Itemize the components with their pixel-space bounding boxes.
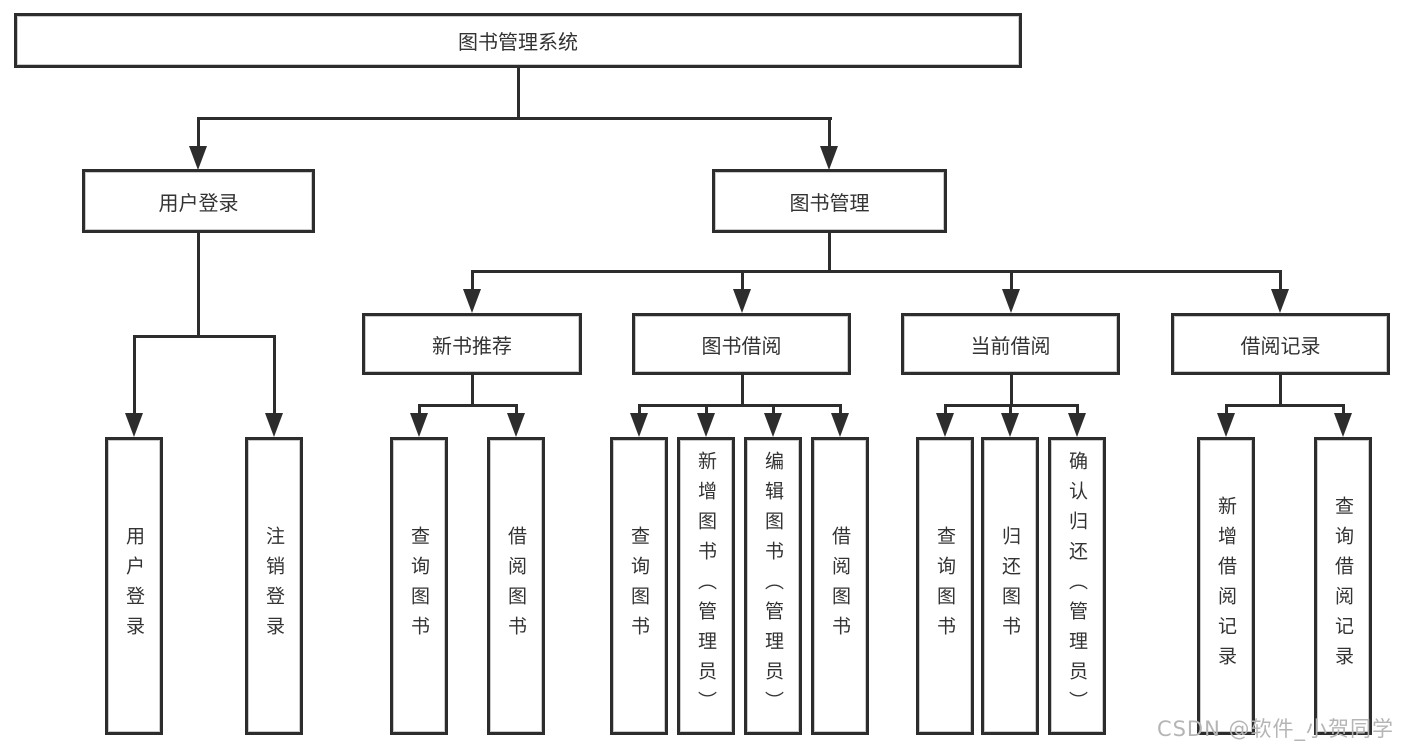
connector-hline <box>197 117 832 120</box>
arrow-down-icon <box>1002 289 1020 313</box>
arrow-down-icon <box>1001 413 1019 437</box>
connector-hline <box>133 335 276 338</box>
leaf-query-books-recommend: 查询图书 <box>390 437 448 735</box>
arrow-down-icon <box>125 413 143 437</box>
node-new-book-recommend: 新书推荐 <box>362 313 582 375</box>
leaf-add-borrow-record: 新增借阅记录 <box>1197 437 1255 735</box>
connector-vline <box>197 117 200 149</box>
connector-vline <box>471 270 474 292</box>
connector-vline <box>1076 404 1079 416</box>
connector-vline <box>839 404 842 416</box>
arrow-down-icon <box>764 413 782 437</box>
connector-vline <box>1279 375 1282 407</box>
connector-vline <box>944 404 947 416</box>
connector-hline <box>1225 404 1345 407</box>
connector-vline <box>197 233 200 338</box>
arrow-down-icon <box>697 413 715 437</box>
leaf-query-borrow-record: 查询借阅记录 <box>1314 437 1372 735</box>
connector-hline <box>418 404 518 407</box>
csdn-watermark: CSDN @软件_小贺同学 <box>1156 717 1394 741</box>
leaf-user-login: 用户登录 <box>105 437 163 735</box>
node-book-management: 图书管理 <box>712 169 947 233</box>
leaf-confirm-return-admin: 确认归还（管理员） <box>1048 437 1106 735</box>
node-user-login: 用户登录 <box>82 169 315 233</box>
arrow-down-icon <box>410 413 428 437</box>
node-book-borrow: 图书借阅 <box>632 313 851 375</box>
arrow-down-icon <box>189 146 207 170</box>
connector-vline <box>1225 404 1228 416</box>
arrow-down-icon <box>1217 413 1235 437</box>
arrow-down-icon <box>820 146 838 170</box>
arrow-down-icon <box>936 413 954 437</box>
connector-vline <box>1009 404 1012 416</box>
leaf-query-books-current: 查询图书 <box>916 437 974 735</box>
node-borrow-records: 借阅记录 <box>1171 313 1390 375</box>
connector-vline <box>517 68 520 120</box>
arrow-down-icon <box>265 413 283 437</box>
connector-vline <box>1279 270 1282 292</box>
leaf-query-books-borrow: 查询图书 <box>610 437 668 735</box>
leaf-add-books-admin: 新增图书（管理员） <box>677 437 735 735</box>
arrow-down-icon <box>630 413 648 437</box>
arrow-down-icon <box>1334 413 1352 437</box>
node-current-borrow: 当前借阅 <box>901 313 1120 375</box>
connector-vline <box>273 335 276 417</box>
node-library-management-system: 图书管理系统 <box>14 13 1022 68</box>
connector-vline <box>638 404 641 416</box>
leaf-borrow-books: 借阅图书 <box>811 437 869 735</box>
connector-hline <box>638 404 842 407</box>
connector-hline <box>471 270 1282 273</box>
connector-vline <box>133 335 136 417</box>
connector-vline <box>471 375 474 407</box>
connector-vline <box>1010 270 1013 292</box>
connector-vline <box>705 404 708 416</box>
arrow-down-icon <box>507 413 525 437</box>
arrow-down-icon <box>733 289 751 313</box>
connector-vline <box>741 270 744 292</box>
connector-vline <box>741 375 744 407</box>
leaf-edit-books-admin: 编辑图书（管理员） <box>744 437 802 735</box>
arrow-down-icon <box>831 413 849 437</box>
connector-vline <box>1010 375 1013 407</box>
connector-vline <box>828 233 831 273</box>
connector-vline <box>515 404 518 416</box>
leaf-borrow-books-recommend: 借阅图书 <box>487 437 545 735</box>
arrow-down-icon <box>1271 289 1289 313</box>
connector-vline <box>828 117 831 149</box>
connector-vline <box>772 404 775 416</box>
arrow-down-icon <box>463 289 481 313</box>
connector-vline <box>418 404 421 416</box>
leaf-return-books: 归还图书 <box>981 437 1039 735</box>
leaf-logout: 注销登录 <box>245 437 303 735</box>
arrow-down-icon <box>1068 413 1086 437</box>
connector-vline <box>1342 404 1345 416</box>
